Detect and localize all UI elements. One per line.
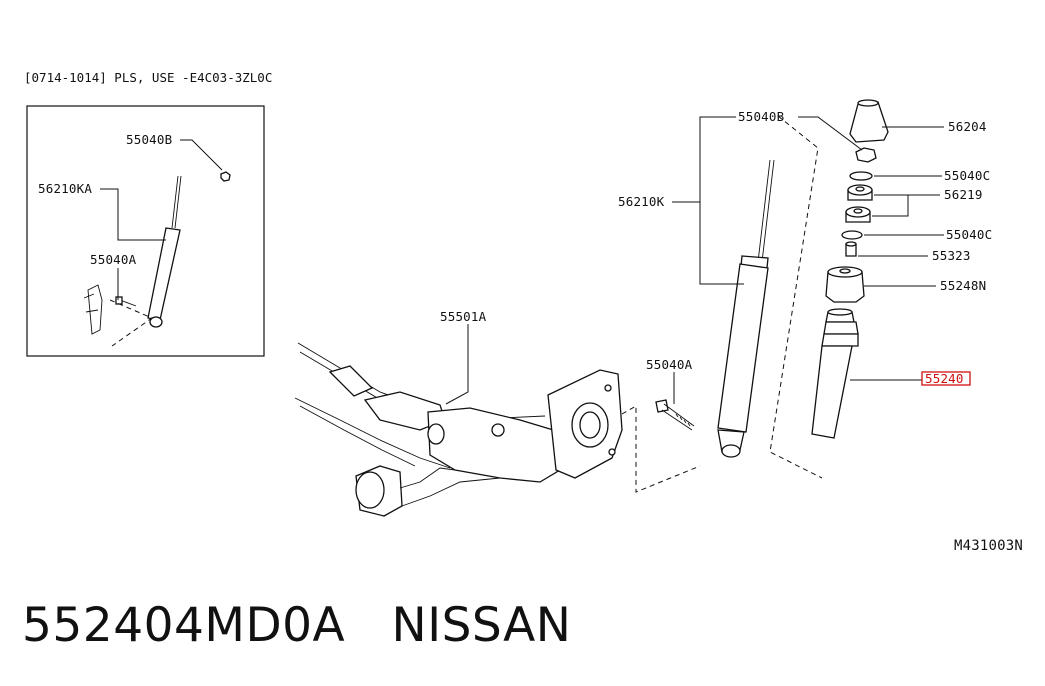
exploded-stack bbox=[769, 99, 889, 479]
label-bushing: 56219 bbox=[944, 187, 983, 202]
inset-nut-icon bbox=[220, 171, 231, 182]
inset-label-shock: 56210KA bbox=[38, 181, 92, 196]
label-cover: 56204 bbox=[948, 119, 987, 134]
label-bumper-sleeve: 55323 bbox=[932, 248, 971, 263]
label-bound-bumper: 55248N bbox=[940, 278, 986, 293]
inset-shock-absorber bbox=[147, 175, 182, 328]
bound-bumper-55248n-icon bbox=[825, 266, 865, 303]
brand-name: NISSAN bbox=[391, 598, 572, 653]
dust-cover-icon bbox=[811, 308, 859, 439]
label-washer-upper: 55040C bbox=[944, 168, 990, 183]
label-beam: 55501A bbox=[440, 309, 487, 324]
cover-56204-icon bbox=[849, 99, 889, 143]
part-caption: 552404MD0A NISSAN bbox=[22, 598, 571, 653]
figure-code: M431003N bbox=[954, 538, 1023, 554]
sleeve-55323-icon bbox=[845, 241, 857, 257]
bushing-lower-icon bbox=[845, 206, 871, 223]
highlight-box bbox=[921, 371, 971, 386]
label-bolt: 55040A bbox=[646, 357, 693, 372]
label-nut-top: 55040B bbox=[738, 109, 784, 124]
inset-panel: 55040B 56210KA 55040A bbox=[26, 105, 265, 357]
inset-label-bolt-bottom: 55040A bbox=[90, 252, 137, 267]
label-shock: 56210K bbox=[618, 194, 665, 209]
inset-bracket bbox=[83, 284, 137, 335]
washer-upper-icon bbox=[849, 171, 873, 181]
rear-axle-beam bbox=[294, 342, 701, 517]
washer-lower-icon bbox=[841, 230, 863, 240]
inset-label-bolt-top: 55040B bbox=[126, 132, 172, 147]
leader-lines bbox=[445, 116, 944, 405]
header-note: [0714-1014] PLS, USE -E4C03-3ZL0C bbox=[24, 70, 272, 85]
bushing-upper-icon bbox=[847, 184, 873, 201]
label-shock-assy[interactable]: 55240 bbox=[925, 371, 964, 386]
nut-top-icon bbox=[855, 147, 877, 163]
bolt-55040a-icon bbox=[655, 399, 695, 431]
main-shock-absorber bbox=[717, 159, 775, 458]
part-number: 552404MD0A bbox=[22, 598, 346, 653]
label-washer-lower: 55040C bbox=[946, 227, 992, 242]
